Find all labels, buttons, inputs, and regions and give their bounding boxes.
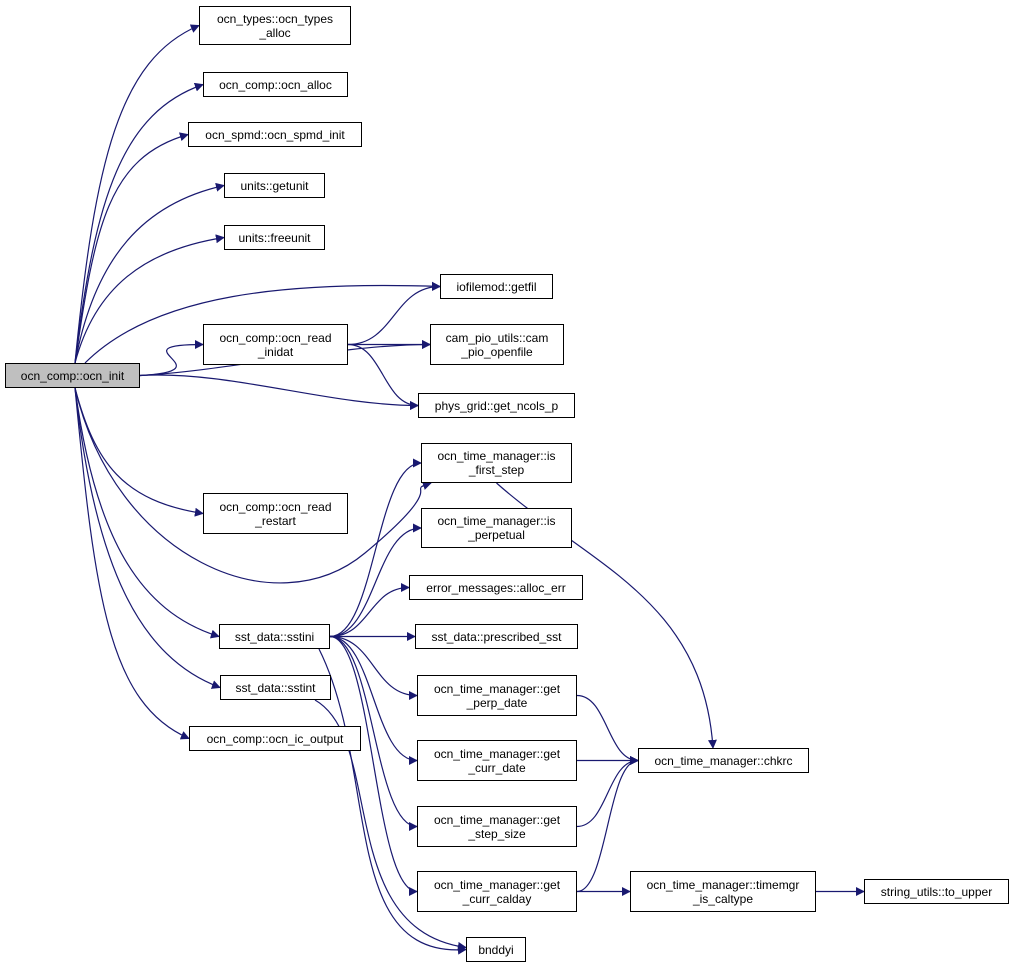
node-label: _inidat [257, 344, 294, 359]
node-label: _restart [255, 513, 296, 528]
node-chkrc[interactable]: ocn_time_manager::chkrc [638, 748, 809, 773]
node-label: phys_grid::get_ncols_p [434, 398, 559, 413]
edge-get-perp-date-to-chkrc [576, 694, 639, 765]
edge-sstini-to-get-step-size [329, 635, 418, 831]
node-label: _step_size [468, 826, 526, 841]
edge-ocn-init-to-ocn-alloc [74, 82, 204, 364]
edge-ocn-init-to-sstint [74, 387, 221, 689]
node-get-step-size[interactable]: ocn_time_manager::get_step_size [417, 806, 577, 847]
edge-ocn-init-to-is-first-step [74, 387, 432, 584]
node-label: ocn_comp::ocn_ic_output [206, 731, 344, 746]
node-label: units::getunit [240, 178, 309, 193]
node-bnddyi[interactable]: bnddyi [466, 937, 526, 962]
node-label: units::freeunit [238, 230, 311, 245]
node-sstini[interactable]: sst_data::sstini [219, 624, 330, 649]
node-timemgr-is-caltype[interactable]: ocn_time_manager::timemgr_is_caltype [630, 871, 816, 912]
node-label: sst_data::prescribed_sst [431, 629, 562, 644]
node-label: ocn_time_manager::is [437, 514, 556, 528]
node-ocn-spmd-init[interactable]: ocn_spmd::ocn_spmd_init [188, 122, 362, 147]
edge-ocn-init-to-ocn-ic-output [74, 387, 190, 740]
edge-ocn-init-to-sstini [74, 387, 220, 639]
node-label: ocn_types::ocn_types [216, 11, 334, 26]
node-label: ocn_time_manager::get [433, 877, 561, 892]
node-getunit[interactable]: units::getunit [224, 173, 325, 198]
node-ocn-alloc[interactable]: ocn_comp::ocn_alloc [203, 72, 348, 97]
node-label: _curr_calday [462, 891, 532, 906]
node-ocn-types-alloc[interactable]: ocn_types::ocn_types_alloc [199, 6, 351, 45]
edge-ocn-init-to-getunit [74, 182, 225, 364]
edge-sstini-to-alloc-err [329, 583, 410, 638]
node-to-upper[interactable]: string_utils::to_upper [864, 879, 1009, 904]
node-label: ocn_time_manager::is [437, 449, 556, 463]
node-label: sst_data::sstini [234, 629, 315, 644]
node-label: ocn_comp::ocn_init [20, 368, 125, 383]
edge-ocn-init-to-ocn-read-inidat [139, 340, 204, 377]
edge-ocn-init-to-freeunit [74, 234, 225, 364]
node-ocn-ic-output[interactable]: ocn_comp::ocn_ic_output [189, 726, 361, 751]
node-label: ocn_spmd::ocn_spmd_init [205, 127, 345, 142]
node-label: iofilemod::getfil [456, 279, 537, 294]
node-is-first-step[interactable]: ocn_time_manager::is_first_step [421, 443, 572, 483]
node-is-perpetual[interactable]: ocn_time_manager::is_perpetual [421, 508, 572, 548]
node-label: _is_caltype [692, 891, 754, 906]
node-get-perp-date[interactable]: ocn_time_manager::get_perp_date [417, 675, 577, 716]
node-get-curr-date[interactable]: ocn_time_manager::get_curr_date [417, 740, 577, 781]
edge-sstini-to-is-perpetual [329, 523, 422, 638]
edge-sstini-to-bnddyi [318, 648, 467, 955]
node-cam-pio-openfile[interactable]: cam_pio_utils::cam_pio_openfile [430, 324, 564, 365]
node-label: ocn_comp::ocn_read [219, 330, 332, 345]
edge-ocn-read-inidat-to-getfil [347, 282, 441, 346]
node-prescribed-sst[interactable]: sst_data::prescribed_sst [415, 624, 578, 649]
node-label: ocn_comp::ocn_alloc [219, 77, 332, 92]
node-label: _perp_date [466, 695, 528, 710]
node-label: _pio_openfile [461, 344, 533, 359]
edge-get-step-size-to-chkrc [576, 756, 639, 828]
edge-ocn-read-inidat-to-get-ncols-p [347, 343, 419, 410]
edge-sstint-to-bnddyi [314, 699, 467, 951]
edge-ocn-init-to-ocn-spmd-init [74, 132, 189, 364]
node-label: ocn_time_manager::get [433, 812, 561, 827]
node-label: _curr_date [468, 760, 526, 775]
edge-ocn-init-to-get-ncols-p [139, 374, 419, 410]
node-label: _perpetual [468, 528, 525, 542]
node-label: cam_pio_utils::cam [445, 330, 549, 345]
node-alloc-err[interactable]: error_messages::alloc_err [409, 575, 583, 600]
node-label: ocn_time_manager::get [433, 746, 561, 761]
edge-sstini-to-is-first-step [329, 458, 422, 638]
node-label: sst_data::sstint [235, 680, 316, 695]
node-label: bnddyi [478, 942, 514, 957]
node-ocn-init: ocn_comp::ocn_init [5, 363, 140, 388]
node-get-ncols-p[interactable]: phys_grid::get_ncols_p [418, 393, 575, 418]
node-label: ocn_time_manager::timemgr [646, 877, 800, 892]
node-label: string_utils::to_upper [880, 884, 993, 899]
node-label: _first_step [468, 463, 525, 477]
edge-get-curr-calday-to-chkrc [576, 756, 639, 893]
edge-sstini-to-get-curr-calday [329, 635, 418, 896]
edge-sstini-to-get-curr-date [329, 635, 418, 765]
edge-ocn-init-to-ocn-read-restart [74, 387, 204, 517]
node-label: ocn_comp::ocn_read [219, 499, 332, 514]
node-freeunit[interactable]: units::freeunit [224, 225, 325, 250]
node-getfil[interactable]: iofilemod::getfil [440, 274, 553, 299]
node-sstint[interactable]: sst_data::sstint [220, 675, 331, 700]
edge-ocn-init-to-ocn-types-alloc [74, 24, 200, 364]
edge-ocn-init-to-getfil [84, 281, 441, 364]
node-label: _alloc [259, 25, 291, 40]
edge-sstini-to-get-perp-date [329, 635, 418, 700]
node-ocn-read-restart[interactable]: ocn_comp::ocn_read_restart [203, 493, 348, 534]
node-ocn-read-inidat[interactable]: ocn_comp::ocn_read_inidat [203, 324, 348, 365]
node-label: ocn_time_manager::get [433, 681, 561, 696]
node-label: ocn_time_manager::chkrc [654, 753, 793, 768]
node-label: error_messages::alloc_err [426, 580, 566, 595]
node-get-curr-calday[interactable]: ocn_time_manager::get_curr_calday [417, 871, 577, 912]
